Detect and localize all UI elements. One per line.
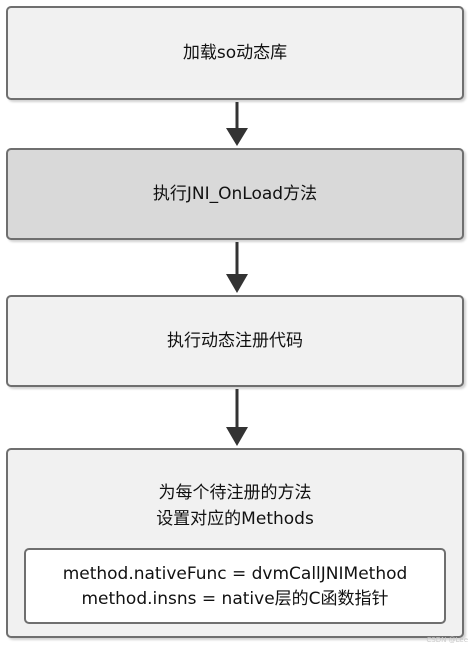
code-line-native-func: method.nativeFunc = dvmCallJNIMethod — [62, 564, 408, 584]
step-4-title: 为每个待注册的方法 设置对应的Methods — [8, 480, 462, 532]
step-4-line-1: 为每个待注册的方法 — [158, 483, 312, 503]
step-1-label: 加载so动态库 — [182, 42, 288, 63]
step-dynamic-register-code: 执行动态注册代码 — [6, 295, 464, 387]
arrow-down-icon — [226, 389, 248, 446]
step-jni-onload: 执行JNI_OnLoad方法 — [6, 148, 464, 240]
watermark: CSDN @Lee — [426, 636, 468, 644]
step-2-label: 执行JNI_OnLoad方法 — [152, 183, 318, 204]
step-4-line-2: 设置对应的Methods — [156, 509, 314, 529]
arrow-down-icon — [226, 242, 248, 293]
arrow-down-icon — [226, 102, 248, 146]
step-load-so-library: 加载so动态库 — [6, 6, 464, 100]
step-3-label: 执行动态注册代码 — [167, 330, 303, 351]
code-box: method.nativeFunc = dvmCallJNIMethod met… — [24, 548, 446, 624]
step-set-methods: 为每个待注册的方法 设置对应的Methods method.nativeFunc… — [6, 448, 464, 638]
code-line-insns: method.insns = native层的C函数指针 — [81, 589, 389, 609]
